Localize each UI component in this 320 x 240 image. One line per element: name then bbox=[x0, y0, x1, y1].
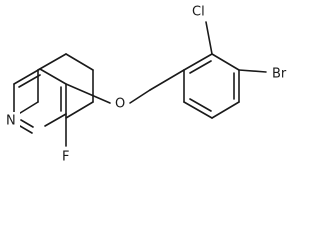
bond-b2-b3 bbox=[211, 53, 240, 71]
bond-b1-b2 bbox=[183, 53, 213, 71]
bond-c3-c4 bbox=[37, 53, 67, 71]
bond-b4-br bbox=[238, 69, 267, 73]
pyridine-ring bbox=[11, 53, 94, 119]
bond-n-ce bbox=[19, 125, 33, 134]
chlorine-label: Cl bbox=[192, 5, 205, 20]
bond-cd-ce bbox=[44, 113, 67, 127]
bond-ca-cb bbox=[13, 68, 41, 85]
bond-b5-b6-inner bbox=[189, 98, 212, 112]
nitrogen-label: N bbox=[6, 114, 16, 129]
bond-ch2-aryl bbox=[149, 69, 185, 91]
bond-b4-b5 bbox=[211, 101, 240, 119]
bond-b2-cl bbox=[205, 21, 213, 55]
pyridine-bonds bbox=[13, 68, 67, 134]
bond-n-ce-inner bbox=[20, 119, 34, 128]
bond-cb-cc bbox=[39, 68, 67, 85]
bond-c6-n1 bbox=[65, 101, 94, 119]
bond-c4-c5 bbox=[65, 53, 94, 71]
atom-labels: Cl Br O N F bbox=[4, 2, 296, 166]
fluorine-label: F bbox=[62, 150, 69, 165]
bromine-label: Br bbox=[272, 67, 287, 82]
bond-b1-b2-inner bbox=[189, 60, 212, 74]
bond-o-ch2 bbox=[129, 89, 151, 104]
bond-ca-cb-inner bbox=[18, 74, 41, 88]
bond-b5-b6 bbox=[183, 101, 213, 119]
oxygen-label: O bbox=[115, 97, 125, 112]
bond-c-o bbox=[65, 83, 111, 104]
benzene-ring bbox=[183, 53, 240, 119]
molecule-structure: Cl Br O N F bbox=[4, 2, 296, 166]
